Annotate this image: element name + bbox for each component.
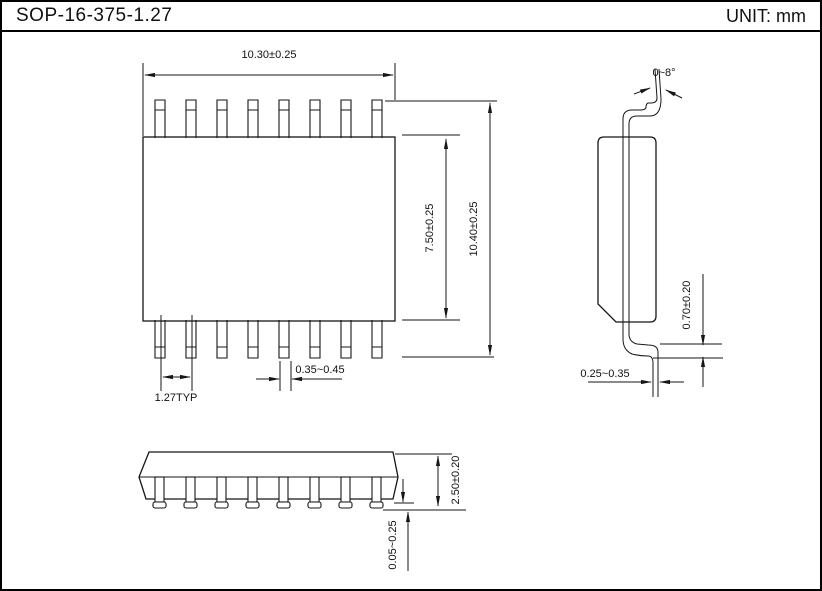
top-row-pins (154, 99, 383, 138)
unit-label: UNIT: mm (726, 5, 806, 26)
title-bar: SOP-16-375-1.27 UNIT: mm (2, 2, 820, 32)
lead-width-extension-lines (279, 361, 292, 391)
dim-overall-length: 10.30±0.25 (242, 49, 297, 61)
body-width-extension-lines (402, 134, 460, 321)
foot-extension-lines (653, 343, 723, 359)
dim-standoff: 0.05~0.25 (387, 520, 399, 569)
lead-span-extension-lines (385, 100, 497, 358)
dim-lead-width: 0.35~0.45 (295, 364, 344, 376)
angle-arrow-right (665, 89, 683, 99)
package-body-top-view (142, 136, 396, 322)
package-body-side-view (597, 136, 657, 323)
dim-body-width: 7.50±0.25 (424, 204, 436, 253)
gull-wing-lead-inner (628, 68, 662, 397)
dim-foot-length: 0.70±0.20 (681, 281, 693, 330)
pitch-extension-lines (160, 315, 193, 391)
top-view: 10.30±0.25 7.50±0.25 10.40±0.25 1.27TYP … (142, 49, 497, 404)
side-view: 0~8° 0.70±0.20 0.25~0.35 (580, 67, 723, 397)
dim-lead-span: 10.40±0.25 (468, 202, 480, 257)
dim-lead-angle: 0~8° (652, 67, 675, 79)
bottom-row-pins (154, 320, 383, 359)
front-view: 2.50±0.20 0.05~0.25 (138, 451, 466, 571)
dim-height: 2.50±0.20 (450, 456, 462, 505)
angle-arrow-left (633, 87, 651, 95)
gull-wing-lead-outer (622, 68, 658, 397)
dim-lead-thickness: 0.25~0.35 (580, 368, 629, 380)
dim-pitch: 1.27TYP (155, 392, 198, 404)
length-extension-lines (142, 63, 396, 136)
package-title: SOP-16-375-1.27 (16, 5, 173, 26)
package-body-front-view (138, 451, 399, 500)
